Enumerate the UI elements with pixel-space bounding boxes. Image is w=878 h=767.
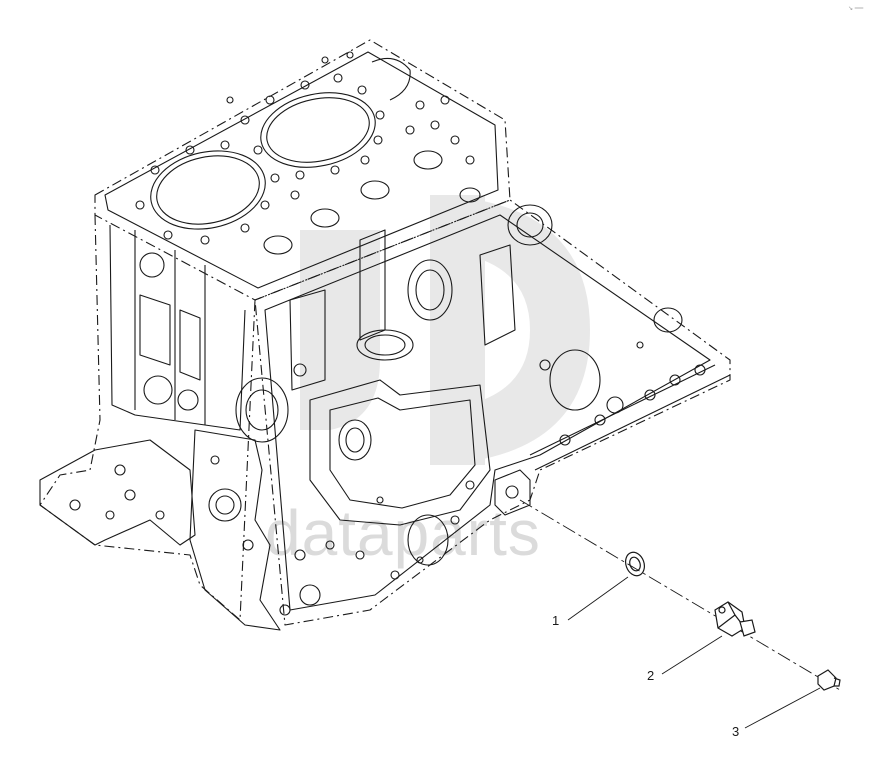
front-lower-flange-hole-3 <box>210 455 220 465</box>
sensor-mount-port <box>505 485 519 499</box>
front-bore-lower <box>407 514 449 566</box>
front-web-2 <box>479 244 516 346</box>
left-boss-1 <box>139 252 165 278</box>
main-bearing-housing-inner <box>329 397 476 509</box>
side-boss-mount-hole <box>293 363 307 377</box>
part-3-fitting <box>817 669 841 691</box>
front-bore-upper-1-inner <box>415 269 445 311</box>
right-rail <box>534 374 731 471</box>
front-bore-center-inner <box>364 334 406 356</box>
side-boss-mount <box>289 289 326 391</box>
main-bearing-bore-inner <box>345 427 365 453</box>
rear-flange <box>39 439 196 546</box>
cylinder-bore-2-inner <box>266 97 370 163</box>
left-window-1 <box>139 294 171 366</box>
right-rail-2 <box>529 364 716 456</box>
explode-centerline <box>519 499 841 691</box>
pan-rail-holes <box>279 480 475 616</box>
leader-lines <box>567 576 821 729</box>
front-lower-flange-hole-2 <box>242 539 254 551</box>
callout-3: 3 <box>732 724 739 739</box>
callout-1: 1 <box>552 613 559 628</box>
watermark-text: dataparts <box>265 497 541 569</box>
deck-bolt-holes <box>135 51 475 245</box>
front-lower-flange <box>189 429 281 631</box>
front-bore-center <box>356 329 414 361</box>
left-window-2 <box>179 309 201 381</box>
callout-2: 2 <box>647 668 654 683</box>
part-2-pressure-sender <box>714 601 756 637</box>
block-front-face <box>254 199 731 626</box>
watermark-logo-bowl <box>430 195 590 465</box>
sensor-mount-pad <box>494 469 531 516</box>
front-bore-upper-2 <box>507 204 553 246</box>
cylinder-bore-3-partial <box>371 57 411 101</box>
engine-block <box>39 39 731 631</box>
front-lower-flange-hole-1-inner <box>215 495 235 515</box>
watermark-logo-stem <box>430 195 485 465</box>
cylinder-bore-1-inner <box>156 155 260 225</box>
front-bore-right-2 <box>653 307 683 333</box>
rear-flange-hole-2 <box>114 464 126 476</box>
front-lower-flange-hole-1 <box>208 488 242 522</box>
cylinder-bore-2 <box>260 92 376 168</box>
deck-coolant-ports <box>263 150 481 255</box>
main-bearing-housing <box>309 379 491 526</box>
leader-line-3 <box>744 687 821 729</box>
front-bore-right-1 <box>549 349 601 411</box>
side-boss-inner <box>245 389 279 431</box>
left-boss-2 <box>143 375 173 405</box>
part-1-sealing-washer <box>624 551 646 577</box>
main-bearing-bore <box>338 419 372 461</box>
rear-flange-hole-3 <box>124 489 136 501</box>
left-boss-3 <box>177 389 199 411</box>
side-boss <box>235 377 289 443</box>
watermark: dataparts <box>265 195 590 569</box>
block-top-gasket <box>104 51 499 289</box>
rear-flange-hole-4 <box>105 510 115 520</box>
leader-line-1 <box>567 576 629 621</box>
leader-line-2 <box>661 635 723 675</box>
rear-flange-hole-1 <box>69 499 81 511</box>
front-bore-upper-1 <box>407 259 453 321</box>
front-bore-upper-2-inner <box>516 212 544 238</box>
corner-mark: ↘ ══ <box>848 6 864 12</box>
cylinder-bore-1 <box>150 150 266 230</box>
block-front-face-inner <box>264 214 711 611</box>
rear-flange-hole-5 <box>155 510 165 520</box>
